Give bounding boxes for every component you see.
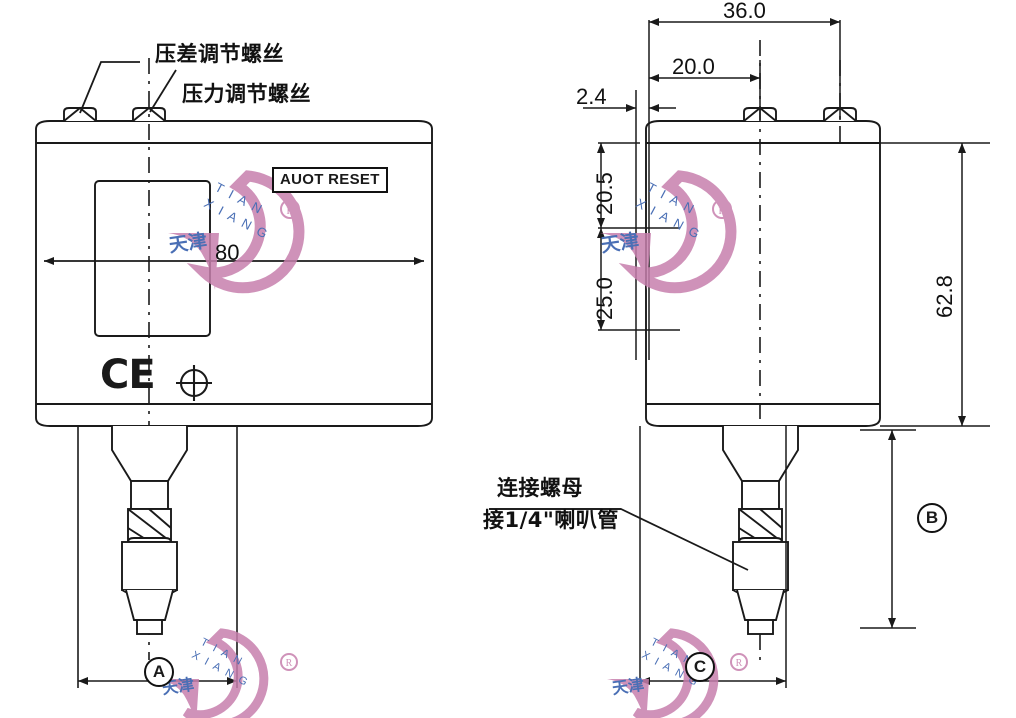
- label-connector-nut-line1: 连接螺母: [497, 476, 583, 500]
- svg-text:R: R: [718, 205, 726, 217]
- dimension-front-width: 80: [215, 240, 240, 265]
- front-view-body: [35, 120, 433, 427]
- watermark-logo-1: R: [168, 170, 305, 294]
- watermark-logo-3: R: [157, 628, 298, 718]
- dimension-side-body-height: 62.8: [932, 275, 957, 318]
- callout-b: B: [917, 503, 947, 533]
- watermark-logo-2: R: [600, 170, 737, 294]
- crosshair-icon: [176, 365, 212, 401]
- side-view-body: [645, 120, 881, 427]
- side-view-process-connection: [722, 426, 799, 635]
- connector-nut-leader: [489, 508, 749, 571]
- dimension-side-height-upper: 20.5: [592, 172, 617, 215]
- svg-text:天津: 天津: [611, 676, 645, 698]
- svg-text:R: R: [286, 205, 294, 217]
- ce-mark-icon: CE: [100, 352, 156, 398]
- auto-reset-badge: AUOT RESET: [272, 167, 388, 193]
- callout-c: C: [685, 652, 715, 682]
- dimension-side-offset: 2.4: [576, 84, 607, 109]
- front-view-process-connection: [111, 426, 188, 635]
- svg-text:R: R: [736, 658, 743, 669]
- svg-text:R: R: [286, 658, 293, 669]
- front-view-leaders: [79, 61, 177, 114]
- dimension-side-width-total: 36.0: [723, 0, 766, 23]
- dimension-side-height-lower: 25.0: [592, 277, 617, 320]
- callout-a: A: [144, 657, 174, 687]
- label-diff-pressure-screw: 压差调节螺丝: [155, 42, 284, 66]
- label-connector-nut-line2: 接1/4"喇叭管: [483, 508, 619, 532]
- front-view-adjust-screws: [63, 106, 166, 122]
- label-pressure-screw: 压力调节螺丝: [182, 82, 311, 106]
- dimension-side-width-inner: 20.0: [672, 54, 715, 79]
- side-view-dimensions: [583, 18, 990, 688]
